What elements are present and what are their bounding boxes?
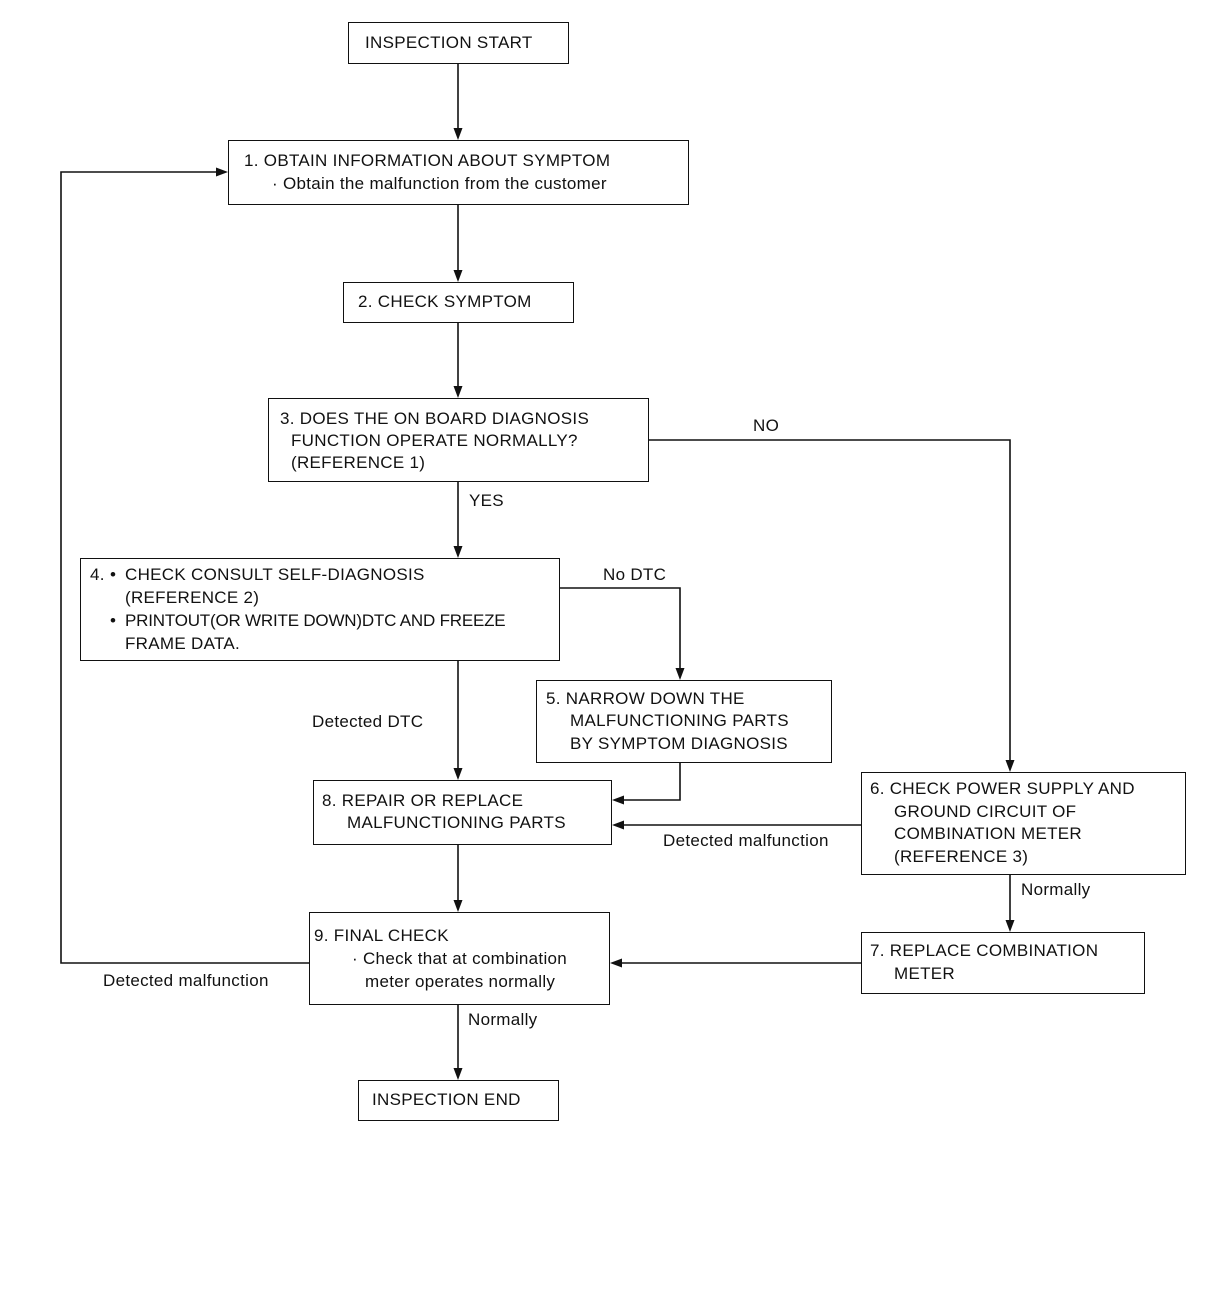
inspection-end-box (358, 1080, 559, 1121)
arrowhead (675, 668, 685, 680)
step-7-line-2: METER (894, 964, 955, 983)
arrowhead (612, 820, 624, 830)
connector-5-to-8 (624, 763, 681, 801)
branch-label-detected-malfunction-step9: Detected malfunction (103, 971, 269, 990)
step-7-line-1: 7. REPLACE COMBINATION (870, 941, 1099, 960)
step-7-box (861, 932, 1145, 994)
branch-label-no-dtc: No DTC (603, 565, 667, 584)
branch-label-normally-step9: Normally (468, 1010, 538, 1029)
step-1-detail: · Obtain the malfunction from the custom… (272, 174, 607, 193)
step-5-box (536, 680, 832, 763)
arrowhead (453, 546, 463, 558)
arrowhead (216, 167, 228, 177)
step-6-line-4: (REFERENCE 3) (894, 847, 1029, 866)
branch-label-detected-malfunction-step6: Detected malfunction (663, 831, 829, 850)
step-9-detail-2: meter operates normally (365, 972, 556, 991)
step-8-box (313, 780, 612, 845)
step-3-line-2: FUNCTION OPERATE NORMALLY? (291, 431, 578, 450)
arrowhead (453, 768, 463, 780)
step-4-line-1: CHECK CONSULT SELF-DIAGNOSIS (125, 565, 425, 584)
arrowhead (1005, 920, 1015, 932)
branch-label-normally-step6: Normally (1021, 880, 1091, 899)
step-6-line-2: GROUND CIRCUIT OF (894, 802, 1077, 821)
arrowhead (610, 958, 622, 968)
step-3-line-1: 3. DOES THE ON BOARD DIAGNOSIS (280, 409, 590, 428)
step-4-line-3: PRINTOUT(OR WRITE DOWN)DTC AND FREEZE (125, 611, 506, 630)
step-4-box (80, 558, 560, 661)
step-1-box (228, 140, 689, 205)
arrowhead (453, 900, 463, 912)
step-5-line-2: MALFUNCTIONING PARTS (570, 711, 789, 730)
arrowhead (453, 386, 463, 398)
connector-4-to-5 (560, 587, 681, 668)
bullet-icon: • (110, 611, 117, 630)
arrowhead (453, 270, 463, 282)
branch-label-no: NO (753, 416, 780, 435)
step-9-box (309, 912, 610, 1005)
inspection-start-label: INSPECTION START (365, 33, 533, 52)
step-1-title: 1. OBTAIN INFORMATION ABOUT SYMPTOM (244, 151, 611, 170)
step-8-line-1: 8. REPAIR OR REPLACE (322, 791, 524, 810)
inspection-start-box (348, 22, 569, 64)
step-2-box (343, 282, 574, 323)
arrowhead (1005, 760, 1015, 772)
step-6-line-1: 6. CHECK POWER SUPPLY AND (870, 779, 1135, 798)
step-9-detail-1: · Check that at combination (352, 949, 568, 968)
step-5-line-1: 5. NARROW DOWN THE (546, 689, 745, 708)
inspection-end-label: INSPECTION END (372, 1090, 521, 1109)
step-4-number: 4. (90, 565, 105, 584)
step-8-line-2: MALFUNCTIONING PARTS (347, 813, 566, 832)
step-6-line-3: COMBINATION METER (894, 824, 1083, 843)
connector-9-to-1-loop (60, 171, 309, 964)
step-3-box (268, 398, 649, 482)
step-5-line-3: BY SYMPTOM DIAGNOSIS (570, 734, 788, 753)
step-2-title: 2. CHECK SYMPTOM (358, 292, 532, 311)
step-9-title: 9. FINAL CHECK (314, 926, 449, 945)
branch-label-yes: YES (469, 491, 504, 510)
step-4-line-4: FRAME DATA. (125, 634, 241, 653)
step-4-line-2: (REFERENCE 2) (125, 588, 260, 607)
bullet-icon: • (110, 565, 117, 584)
step-3-line-3: (REFERENCE 1) (291, 453, 426, 472)
branch-label-detected-dtc: Detected DTC (312, 712, 424, 731)
arrowhead (453, 128, 463, 140)
connector-3-to-6 (649, 439, 1011, 760)
arrowhead (612, 795, 624, 805)
step-6-box (861, 772, 1186, 875)
arrowhead (453, 1068, 463, 1080)
